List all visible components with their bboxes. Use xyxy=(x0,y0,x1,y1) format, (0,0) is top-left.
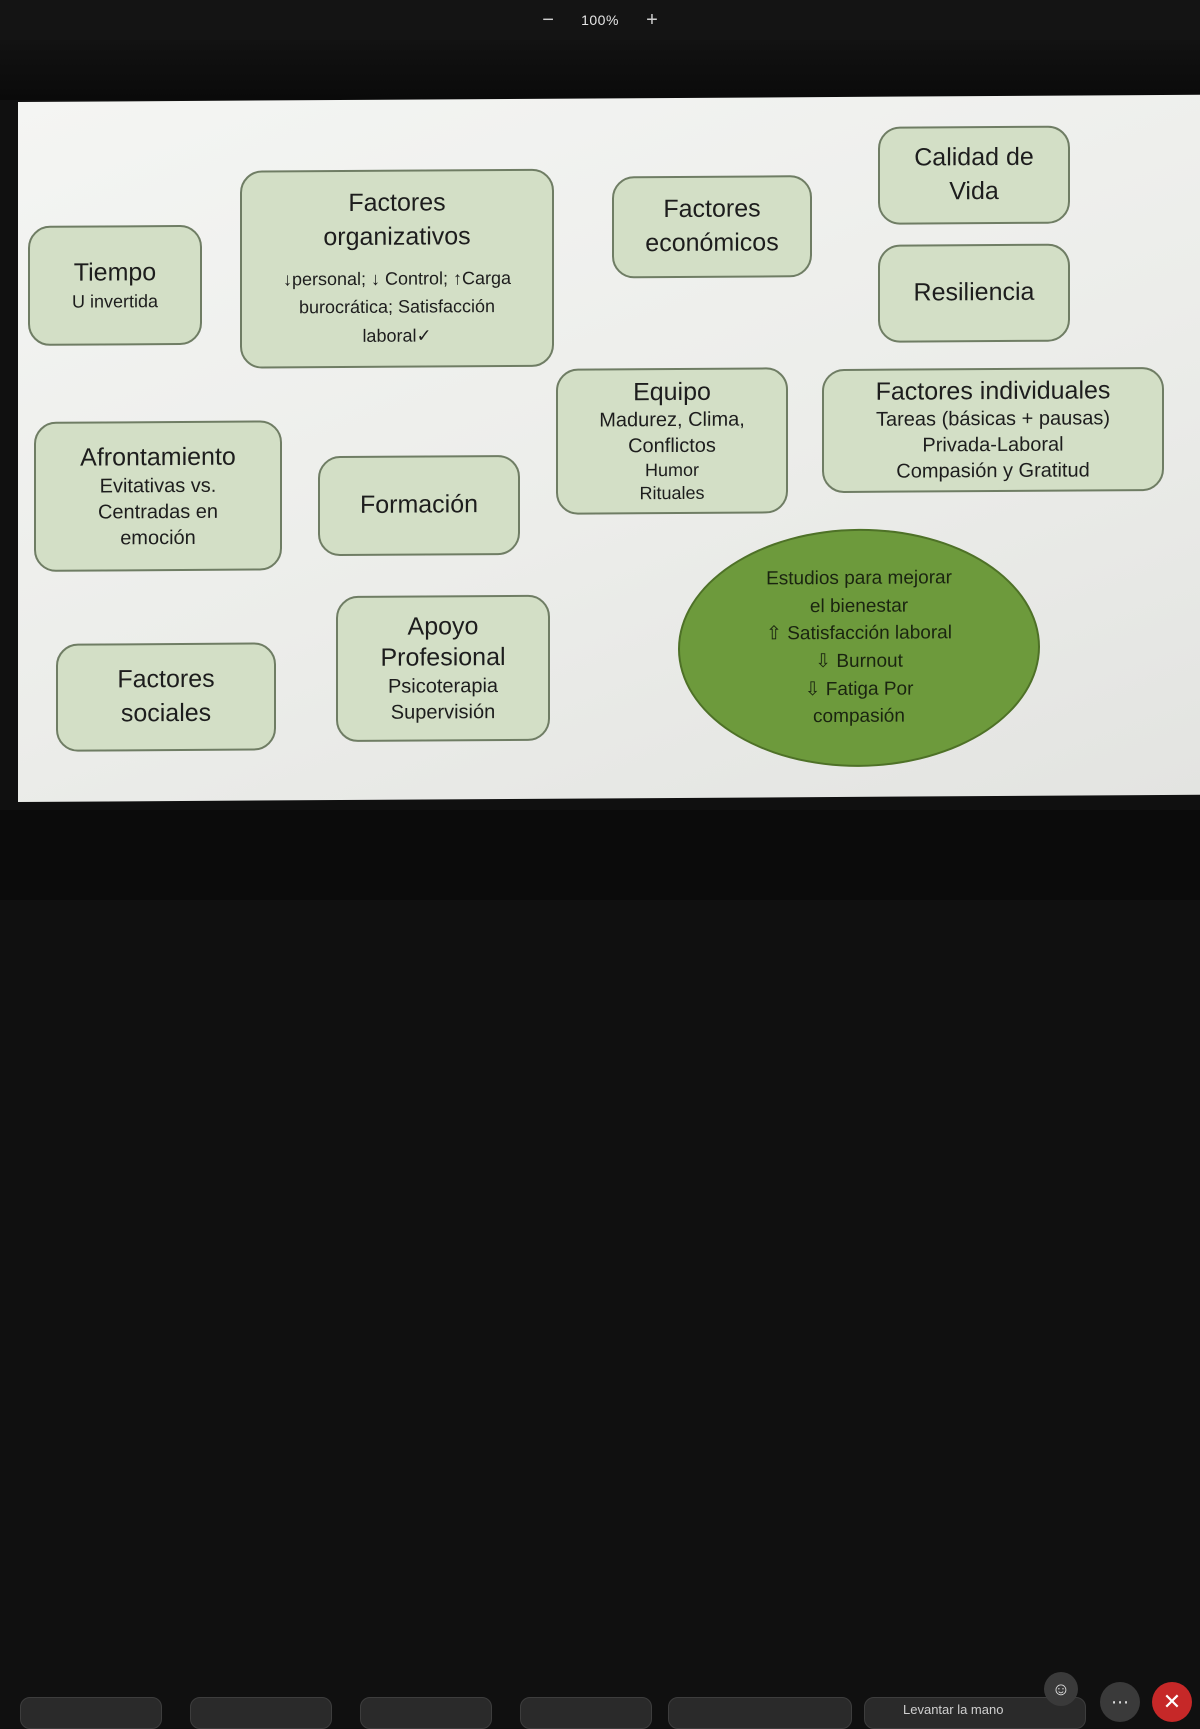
box-economicos: Factores económicos xyxy=(612,175,812,279)
control-pill[interactable] xyxy=(360,1697,492,1729)
box-organizativos-line: laboral✓ xyxy=(362,325,432,347)
reaction-icon[interactable]: ☺ xyxy=(1044,1672,1078,1706)
box-resiliencia: Resiliencia xyxy=(878,243,1070,343)
box-economicos-title: Factores xyxy=(663,194,761,224)
box-tiempo-line: U invertida xyxy=(71,291,159,312)
ellipse-line: compasión xyxy=(813,705,905,728)
box-afrontamiento-line: Centradas en xyxy=(97,501,219,524)
box-apoyo-profesional: Apoyo Profesional Psicoterapia Supervisi… xyxy=(336,594,550,743)
ellipse-line: el bienestar xyxy=(809,595,909,618)
box-organizativos-title: Factores xyxy=(348,188,446,218)
box-apoyo-line: Psicoterapia xyxy=(387,675,499,698)
meeting-controls-bar: Levantar la mano ☺ ⋯ ✕ xyxy=(0,810,1200,1729)
box-equipo-line-small: Rituales xyxy=(639,482,705,504)
box-equipo-title: Equipo xyxy=(633,377,711,406)
control-pill[interactable] xyxy=(190,1697,332,1729)
control-pill[interactable] xyxy=(520,1697,652,1729)
box-equipo-line-small: Humor xyxy=(644,459,699,480)
box-organizativos: Factores organizativos ↓personal; ↓ Cont… xyxy=(240,168,554,369)
box-individuales-line: Compasión y Gratitud xyxy=(896,459,1090,483)
box-afrontamiento: Afrontamiento Evitativas vs. Centradas e… xyxy=(34,420,282,572)
box-tiempo-title: Tiempo xyxy=(73,258,157,288)
box-equipo: Equipo Madurez, Clima, Conflictos Humor … xyxy=(556,367,788,515)
box-calidad-title-2: Vida xyxy=(949,177,999,206)
box-formacion: Formación xyxy=(318,454,520,557)
zoom-out-button[interactable]: − xyxy=(542,9,554,31)
box-apoyo-title-2: Profesional xyxy=(380,643,506,672)
box-afrontamiento-line: Evitativas vs. xyxy=(99,475,217,498)
box-apoyo-line: Supervisión xyxy=(390,701,496,724)
box-sociales-title-2: sociales xyxy=(120,698,212,728)
close-icon[interactable]: ✕ xyxy=(1152,1682,1192,1722)
box-formacion-title: Formación xyxy=(359,490,479,520)
box-resiliencia-title: Resiliencia xyxy=(913,277,1035,307)
box-apoyo-title: Apoyo xyxy=(407,611,479,641)
box-organizativos-title-2: organizativos xyxy=(323,222,471,251)
ellipse-line: ⇩ Burnout xyxy=(815,650,903,673)
control-pill[interactable] xyxy=(668,1697,852,1729)
box-organizativos-line: burocrática; Satisfacción xyxy=(298,296,496,318)
box-equipo-line: Conflictos xyxy=(628,434,716,457)
box-tiempo: Tiempo U invertida xyxy=(28,224,202,346)
box-sociales-title: Factores xyxy=(117,665,215,694)
box-afrontamiento-title: Afrontamiento xyxy=(80,442,236,472)
dark-band xyxy=(0,40,1200,100)
box-equipo-line: Madurez, Clima, xyxy=(599,408,745,432)
ellipse-line: ⇩ Fatiga Por xyxy=(804,678,914,700)
shared-slide: Tiempo U invertida Factores organizativo… xyxy=(18,94,1200,802)
box-individuales-line: Privada-Laboral xyxy=(922,433,1064,457)
box-individuales: Factores individuales Tareas (básicas + … xyxy=(822,366,1164,494)
box-factores-sociales: Factores sociales xyxy=(56,642,276,752)
box-calidad-title: Calidad de xyxy=(914,143,1034,172)
ellipse-estudios: Estudios para mejorar el bienestar ⇧ Sat… xyxy=(678,527,1040,768)
box-economicos-title-2: económicos xyxy=(645,228,779,258)
ellipse-line: Estudios para mejorar xyxy=(766,567,952,590)
raise-hand-label: Levantar la mano xyxy=(903,1702,1004,1717)
box-individuales-title: Factores individuales xyxy=(875,376,1111,406)
box-afrontamiento-line: emoción xyxy=(120,527,196,550)
zoom-toolbar: − 100% + xyxy=(0,0,1200,40)
zoom-level: 100% xyxy=(581,12,619,28)
box-organizativos-line: ↓personal; ↓ Control; ↑Carga xyxy=(282,267,512,289)
box-individuales-line: Tareas (básicas + pausas) xyxy=(875,407,1110,431)
more-options-icon[interactable]: ⋯ xyxy=(1100,1682,1140,1722)
control-pill[interactable] xyxy=(20,1697,162,1729)
zoom-in-button[interactable]: + xyxy=(646,9,658,31)
box-calidad-de-vida: Calidad de Vida xyxy=(878,125,1070,225)
ellipse-line: ⇧ Satisfacción laboral xyxy=(766,622,952,645)
